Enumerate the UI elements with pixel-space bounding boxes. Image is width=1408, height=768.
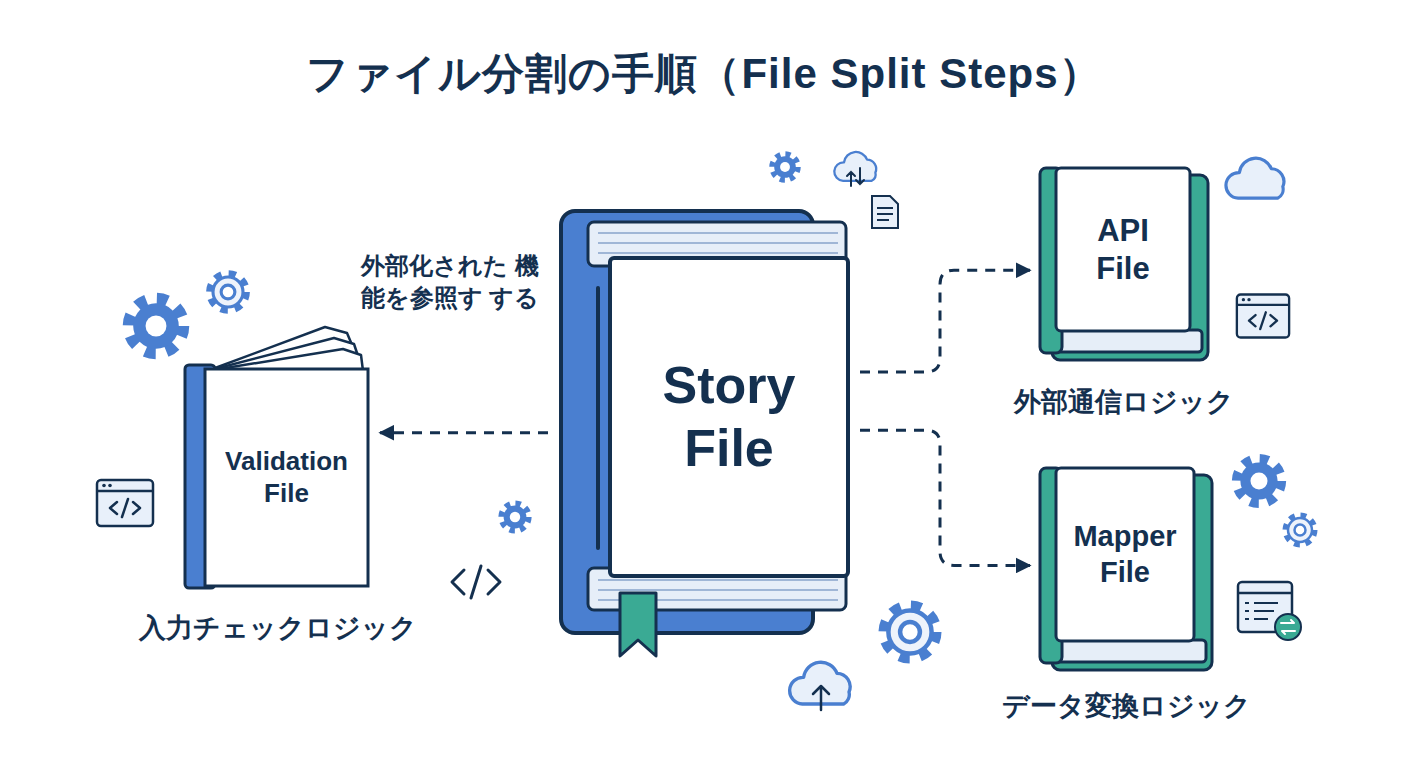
cloud-upload-icon [790, 662, 850, 710]
code-window-icon [1237, 295, 1289, 338]
gear-icon [210, 274, 246, 310]
gear-icon [1237, 459, 1280, 502]
book-caption: データ変換ロジック [960, 688, 1292, 724]
cloud-icon [1226, 158, 1284, 198]
edge-label: 外部化された 機能を参照す する [360, 250, 540, 313]
book-title: Validation File [212, 446, 362, 509]
gear-icon [502, 504, 529, 531]
dashed-arrow [860, 430, 1030, 565]
book-caption: 外部通信ロジック [960, 384, 1288, 420]
book-node: Story File [558, 208, 850, 636]
book-caption: 入力チェックロジック [105, 610, 450, 646]
gear-icon [1286, 516, 1315, 545]
dashed-arrow [380, 431, 548, 434]
book-outline [185, 365, 370, 588]
gear-icon [884, 606, 936, 658]
book-node: API File外部通信ロジック [1040, 165, 1208, 360]
document-icon [872, 196, 898, 228]
transform-list-icon [1238, 582, 1301, 640]
book-title: Mapper File [1060, 519, 1190, 590]
diagram-title: ファイル分割の手順（File Split Steps） [0, 46, 1408, 102]
book-node: Validation File入力チェックロジック [185, 365, 370, 588]
dashed-arrow [860, 270, 1030, 372]
book-page: Story File [610, 258, 848, 576]
book-page: API File [1056, 168, 1190, 331]
book-page: Mapper File [1056, 468, 1194, 641]
book-node: Mapper Fileデータ変換ロジック [1040, 465, 1212, 670]
book-title: API File [1068, 212, 1178, 288]
gear-icon [129, 299, 182, 352]
book-page: Validation File [205, 369, 368, 586]
code-symbol [452, 566, 500, 598]
book-title: Story File [629, 354, 829, 481]
cloud-sync-icon [834, 152, 876, 186]
code-window-icon [97, 480, 153, 526]
gear-icon [772, 154, 797, 179]
